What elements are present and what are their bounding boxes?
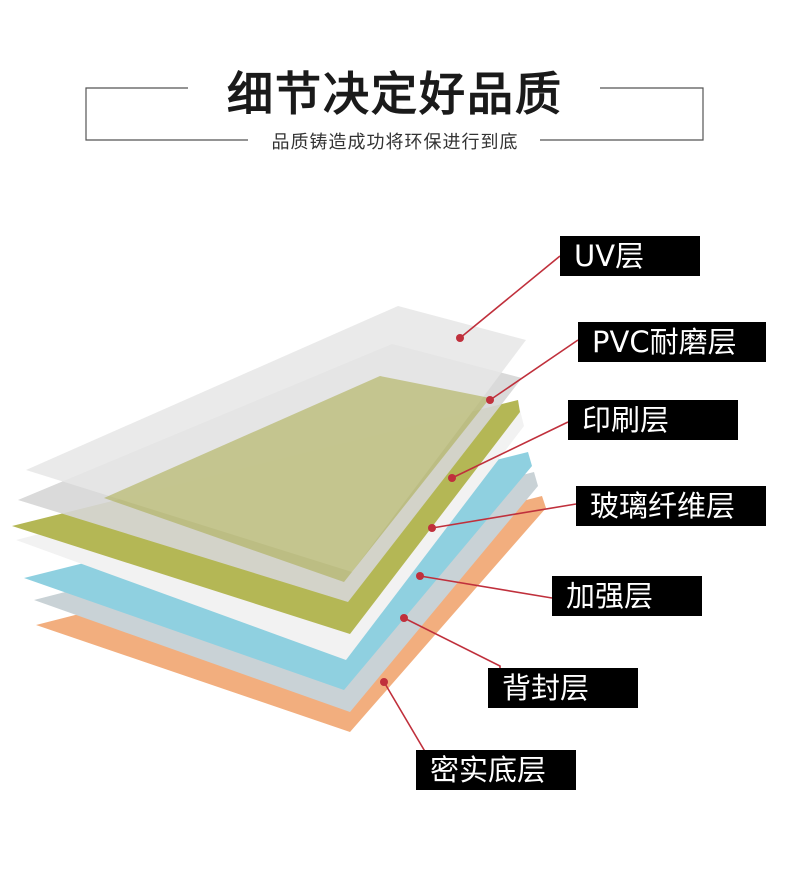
leader-dot-print: [448, 474, 456, 482]
page-title: 细节决定好品质: [227, 67, 563, 121]
label-pvc: PVC耐磨层: [578, 322, 766, 362]
leader-lines: [383, 255, 579, 769]
leader-dot-dense-base: [380, 678, 388, 686]
leader-line-pvc: [489, 339, 579, 401]
leader-dot-pvc: [486, 396, 494, 404]
label-glass-fiber: 玻璃纤维层: [576, 486, 766, 526]
label-print: 印刷层: [568, 400, 738, 440]
title-frame: [85, 87, 704, 141]
print-pattern: [104, 376, 490, 582]
label-dense-base: 密实底层: [416, 750, 576, 790]
leader-dot-uv: [456, 334, 464, 342]
page-subtitle: 品质铸造成功将环保进行到底: [271, 132, 519, 153]
leader-line-uv: [459, 255, 561, 339]
leader-dot-back-seal: [400, 614, 408, 622]
header: 细节决定好品质 品质铸造成功将环保进行到底: [0, 0, 790, 170]
leader-line-print: [451, 421, 569, 479]
leader-dot-reinforcement: [416, 572, 424, 580]
label-uv: UV层: [560, 236, 700, 276]
leader-dots: [380, 334, 494, 686]
label-reinforcement: 加强层: [552, 576, 702, 616]
label-back-seal: 背封层: [488, 668, 638, 708]
leader-dot-glass-fiber: [428, 524, 436, 532]
leader-line-glass-fiber: [431, 503, 577, 529]
leader-line-reinforcement: [419, 575, 553, 599]
